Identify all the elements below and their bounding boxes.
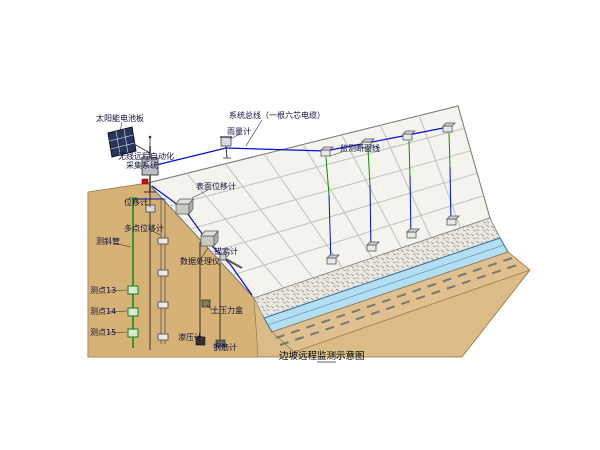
inclinometer-tube [127, 197, 139, 348]
rebar-borehole [215, 263, 226, 348]
label-incl-tube: 测斜管 [96, 236, 120, 246]
road-markings [275, 257, 518, 346]
label-point13: 测点13 [90, 286, 116, 295]
rebar-sensor [215, 339, 226, 348]
sensor-box [320, 146, 334, 157]
label-data-processor: 数据处理仪 [180, 256, 220, 266]
sensor-point-13 [127, 285, 139, 295]
sensor-box [406, 228, 420, 239]
label-disp-meter: 位移计 [124, 197, 148, 207]
label-wireless-line2: 采集系统 [126, 160, 158, 170]
anchor-meter-icon [219, 253, 243, 269]
diagram-caption: 边坡远程监测示意图 [279, 350, 365, 362]
label-multi-disp: 多点位移计 [124, 223, 164, 233]
collector-box [141, 157, 159, 176]
label-rebar-meter: 钢筋计 [213, 342, 237, 352]
slope-sensor-boxes [320, 122, 460, 265]
labels: 太阳能电池板 系统总线（一根六芯电缆） 雨量计 监测断面线 无线远程自动化 采集… [90, 110, 380, 363]
soil-pressure-cell [201, 299, 211, 308]
seepage-borehole [195, 242, 206, 346]
label-soil-pressure: 土压力盒 [211, 305, 243, 315]
rain-gauge-icon [220, 136, 232, 159]
sensor-point-14 [127, 307, 139, 317]
sensor-point-15 [127, 328, 139, 338]
label-monitor-section: 监测断面线 [340, 143, 380, 153]
slope-grid [169, 115, 484, 289]
sensor-box [326, 254, 340, 265]
boreholes [127, 192, 226, 350]
label-system-bus: 系统总线（一根六芯电缆） [229, 110, 325, 120]
leader-lines [107, 119, 381, 348]
surface-displacement-device [175, 198, 194, 215]
solar-panel-icon [107, 126, 151, 158]
multipoint-displacement-borehole [157, 198, 169, 344]
monitoring-station [107, 126, 159, 193]
road [271, 251, 531, 353]
edge-device-boxes [175, 198, 219, 247]
displacement-borehole [145, 192, 156, 350]
label-anchor-meter: 锚索计 [214, 246, 238, 256]
label-solar-panel: 太阳能电池板 [96, 113, 144, 123]
sensor-box [366, 241, 380, 252]
slope-face [147, 105, 491, 299]
label-seepage-meter: 渗压计 [178, 332, 202, 342]
label-rain-gauge: 雨量计 [227, 126, 251, 136]
data-processor-box [200, 230, 219, 247]
label-point14: 测点14 [90, 307, 116, 316]
label-surface-disp: 表面位移计 [196, 181, 236, 191]
indicator-light [141, 178, 149, 185]
sensor-box [402, 130, 416, 141]
sensor-box [446, 215, 460, 226]
label-point15: 测点15 [90, 328, 116, 337]
label-wireless-line1: 无线远程自动化 [118, 151, 174, 161]
section-drop-cables [325, 132, 452, 265]
system-bus-cable [151, 126, 449, 167]
seepage-sensor [195, 336, 206, 346]
sensor-box [442, 122, 456, 133]
